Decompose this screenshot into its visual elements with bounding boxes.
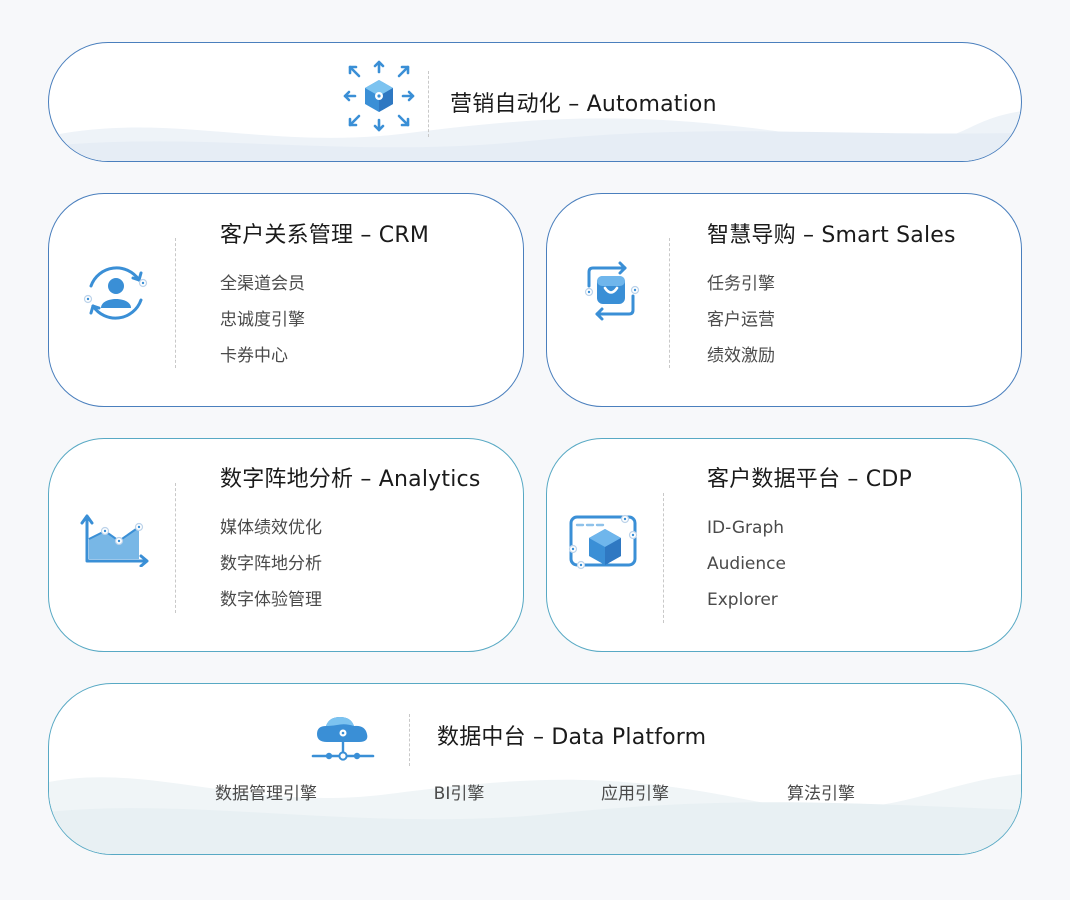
cdp-item: Explorer — [707, 590, 778, 610]
cloud-network-icon — [311, 717, 375, 761]
crm-divider — [175, 238, 176, 368]
user-cycle-icon — [83, 266, 148, 320]
shopping-bag-cycle-icon — [584, 261, 640, 321]
automation-card: 营销自动化 – Automation — [48, 42, 1022, 162]
engine-label: 数据管理引擎 — [215, 784, 317, 804]
analytics-item: 数字体验管理 — [220, 590, 322, 610]
smart-sales-card: 智慧导购 – Smart Sales 任务引擎 客户运营 绩效激励 — [546, 193, 1022, 407]
smart-sales-item: 绩效激励 — [707, 346, 775, 366]
cdp-divider — [663, 493, 664, 623]
engine-label: 应用引擎 — [601, 784, 669, 804]
cube-expand-icon — [343, 60, 415, 132]
crm-item: 卡券中心 — [220, 346, 288, 366]
wave-decoration — [49, 774, 1021, 854]
cdp-item: Audience — [707, 554, 786, 574]
crm-title: 客户关系管理 – CRM — [220, 223, 430, 248]
automation-title: 营销自动化 – Automation — [450, 92, 717, 117]
cdp-title: 客户数据平台 – CDP — [707, 467, 912, 492]
crm-card: 客户关系管理 – CRM 全渠道会员 忠诚度引擎 卡券中心 — [48, 193, 524, 407]
analytics-card: 数字阵地分析 – Analytics 媒体绩效优化 数字阵地分析 数字体验管理 — [48, 438, 524, 652]
data-platform-title: 数据中台 – Data Platform — [437, 725, 707, 750]
smart-sales-item: 客户运营 — [707, 310, 775, 330]
analytics-title: 数字阵地分析 – Analytics — [220, 467, 481, 492]
cdp-card: 客户数据平台 – CDP ID-Graph Audience Explorer — [546, 438, 1022, 652]
data-platform-card: 数据中台 – Data Platform 数据管理引擎 BI引擎 应用引擎 算法… — [48, 683, 1022, 855]
analytics-divider — [175, 483, 176, 613]
data-cube-window-icon — [568, 514, 638, 570]
crm-item: 忠诚度引擎 — [220, 310, 305, 330]
smart-sales-divider — [669, 238, 670, 368]
area-chart-icon — [80, 514, 149, 567]
analytics-item: 数字阵地分析 — [220, 554, 322, 574]
cdp-item: ID-Graph — [707, 518, 785, 538]
data-platform-divider — [409, 714, 410, 766]
smart-sales-title: 智慧导购 – Smart Sales — [707, 223, 956, 248]
crm-item: 全渠道会员 — [220, 274, 305, 294]
engine-label: 算法引擎 — [787, 784, 855, 804]
smart-sales-item: 任务引擎 — [707, 274, 775, 294]
engine-label: BI引擎 — [433, 784, 485, 804]
automation-divider — [428, 71, 429, 137]
analytics-item: 媒体绩效优化 — [220, 518, 322, 538]
